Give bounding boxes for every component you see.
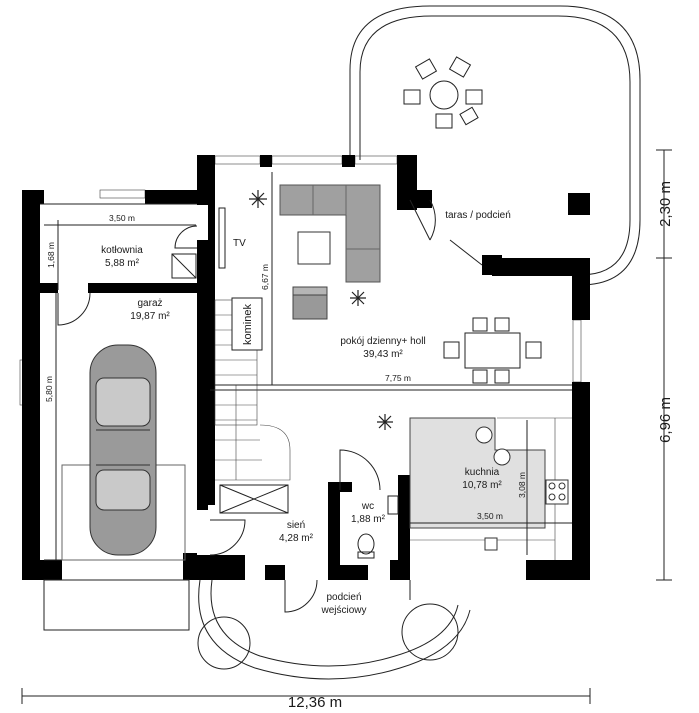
pokoj-area: 39,43 m² (363, 349, 403, 360)
terrace-table-set (403, 56, 483, 129)
dim-kuchnia-w: 3,50 m (477, 511, 503, 521)
dimension-lines (21, 149, 672, 704)
dim-garaz-h: 5,80 m (44, 376, 54, 402)
podcien-line1: podcień (326, 592, 361, 603)
dim-taras-h: 2,30 m (657, 181, 674, 227)
fireplace-label: kominek (242, 304, 254, 345)
dimension-labels: 3,50 m 1,68 m 5,80 m 6,67 m 7,75 m 3,50 … (44, 181, 674, 711)
kitchen-area (409, 417, 572, 560)
car (89, 344, 157, 556)
dim-total-h: 6,96 m (657, 397, 674, 443)
sofa (279, 184, 381, 283)
stairs (214, 299, 291, 481)
door-swings (57, 199, 483, 613)
podcien-line2: wejściowy (320, 605, 366, 616)
living-furniture (292, 231, 331, 320)
terrace-outline (349, 5, 641, 286)
kuchnia-area: 10,78 m² (462, 480, 502, 491)
fireplace: kominek (231, 297, 263, 351)
plants (249, 190, 393, 430)
kuchnia-name: kuchnia (465, 467, 500, 478)
tv-label: TV (233, 238, 246, 249)
sien-name: sień (287, 520, 305, 531)
garaz-name: garaż (137, 298, 162, 309)
entrance-porch (197, 579, 471, 680)
taras-name: taras / podcień (445, 210, 511, 221)
pokoj-name: pokój dzienny+ holl (340, 336, 425, 347)
dim-kuchnia-h: 3,08 m (517, 472, 527, 498)
tv: TV (218, 207, 246, 269)
dim-kotlownia-w: 3,50 m (109, 213, 135, 223)
kotlownia-area: 5,88 m² (105, 258, 140, 269)
dim-kotlownia-h: 1,68 m (46, 242, 56, 268)
dining-set (443, 317, 542, 384)
dim-pokoj-w: 7,75 m (385, 373, 411, 383)
wc-area: 1,88 m² (351, 514, 386, 525)
boiler (171, 253, 197, 279)
kotlownia-name: kotłownia (101, 245, 143, 256)
exterior-walls (22, 155, 590, 580)
wc-fixtures (357, 495, 399, 559)
dim-pokoj-h: 6,67 m (260, 264, 270, 290)
garaz-area: 19,87 m² (130, 311, 170, 322)
dim-total-w: 12,36 m (288, 694, 342, 711)
interior-walls (40, 205, 410, 580)
room-labels: kotłownia 5,88 m² garaż 19,87 m² pokój d… (101, 210, 511, 616)
wc-name: wc (361, 501, 374, 512)
sien-area: 4,28 m² (279, 533, 314, 544)
